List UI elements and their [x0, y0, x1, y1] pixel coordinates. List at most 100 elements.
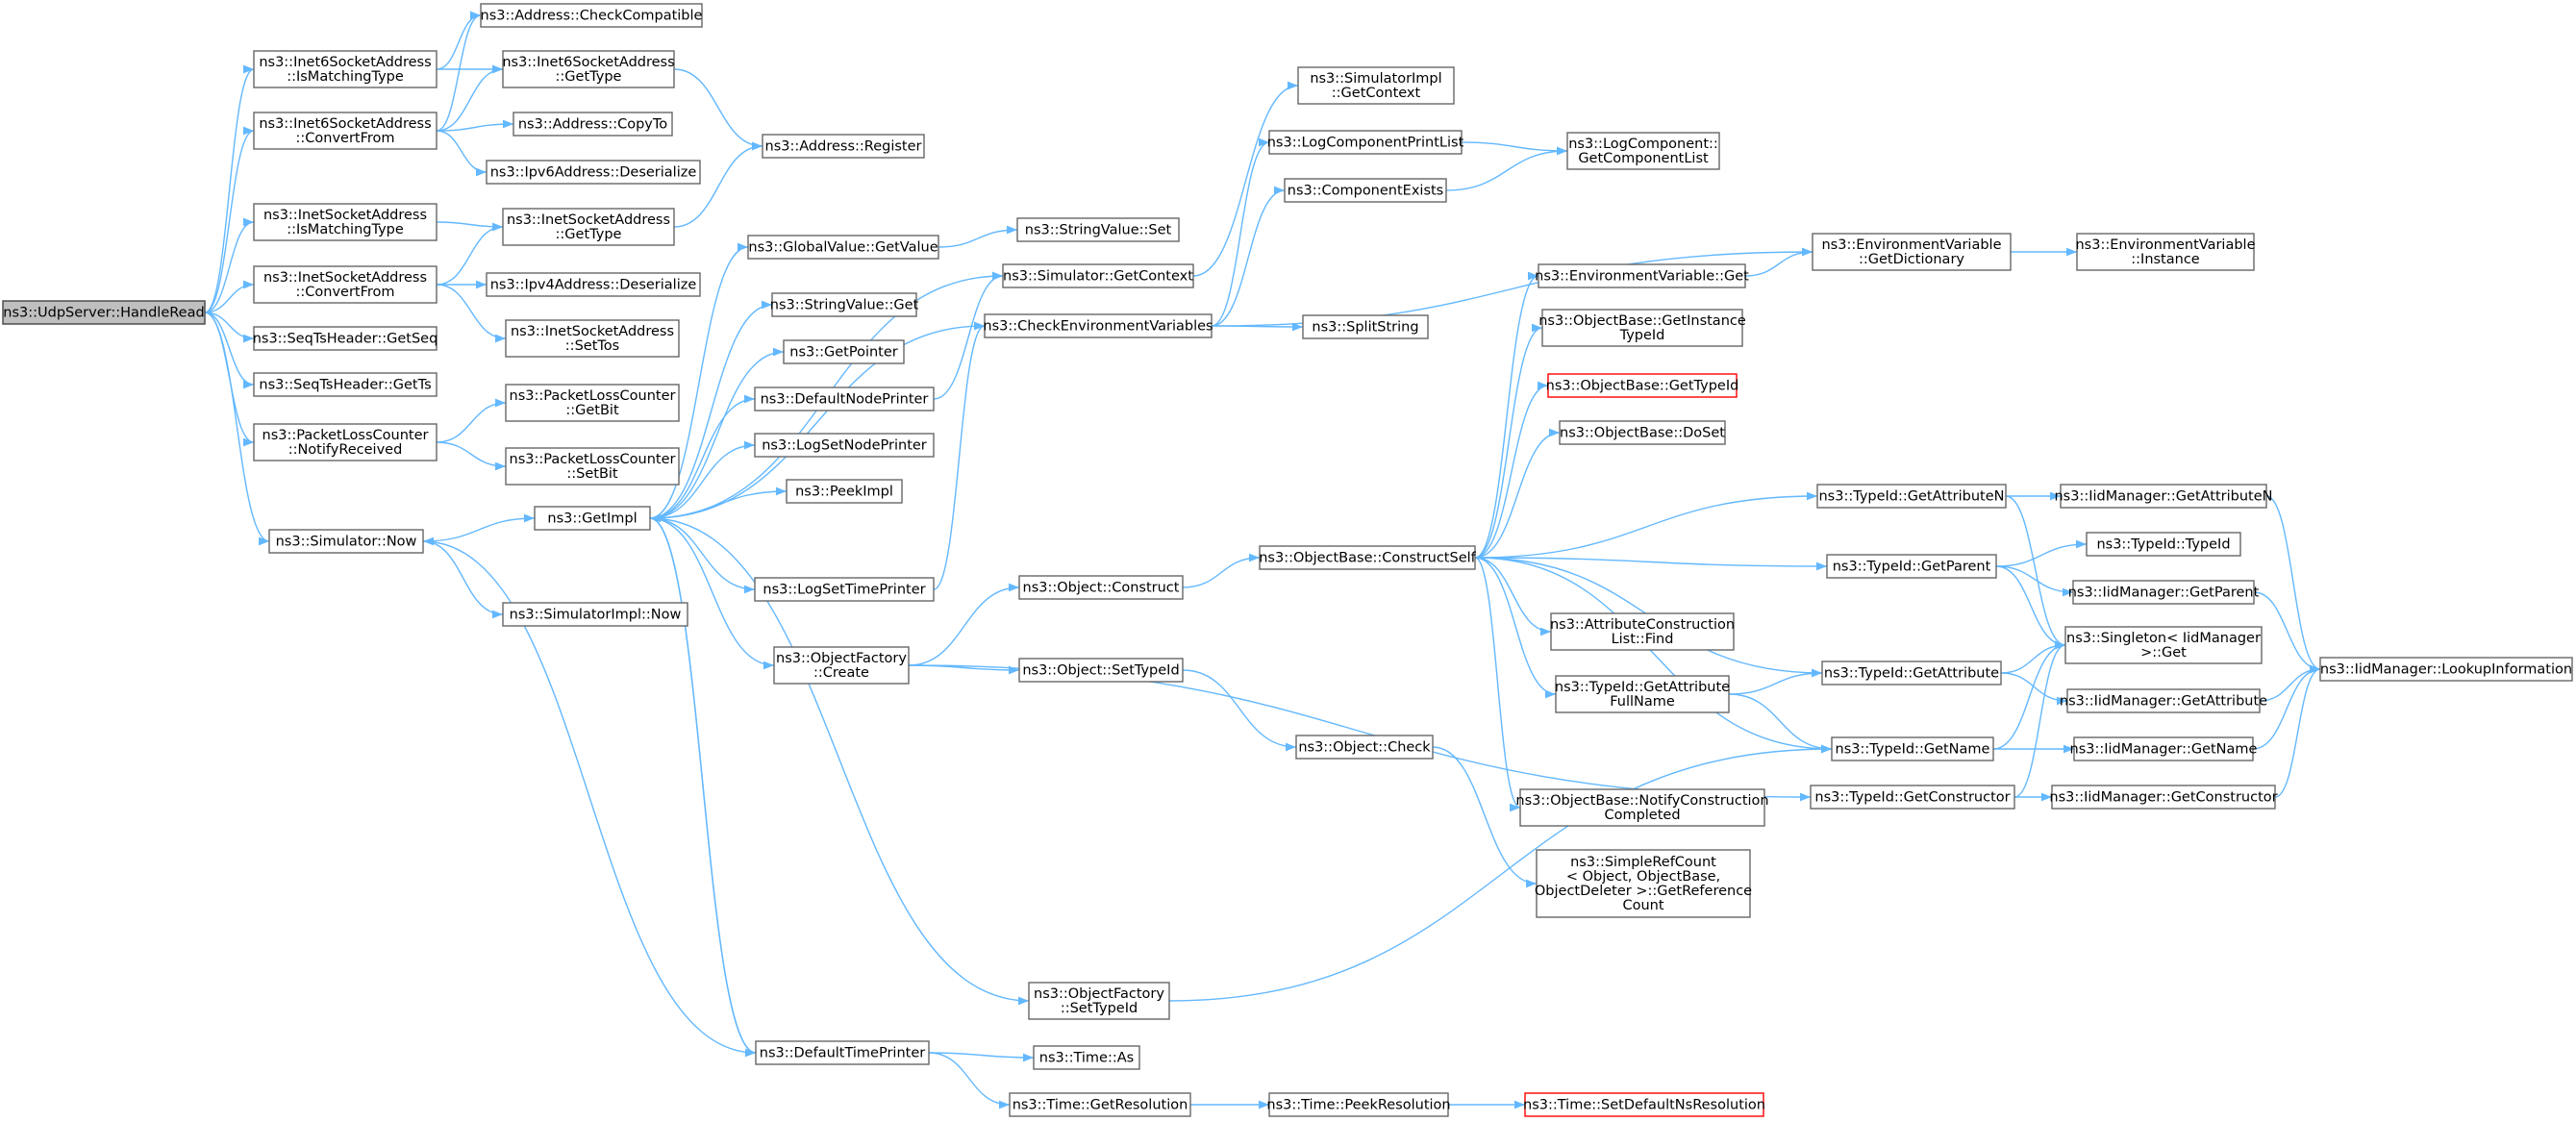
graph-node-n17[interactable]: ns3::PacketLossCounter::SetBit: [505, 447, 680, 486]
graph-node-n48[interactable]: ns3::ObjectBase::ConstructSelf: [1259, 545, 1477, 570]
graph-node-n12[interactable]: ns3::InetSocketAddress::SetTos: [505, 319, 680, 358]
graph-node-n42[interactable]: ns3::Object::Check: [1295, 735, 1434, 760]
graph-node-n4[interactable]: ns3::Inet6SocketAddress::ConvertFrom: [253, 112, 438, 150]
graph-node-n47[interactable]: ns3::Time::SetDefaultNsResolution: [1523, 1092, 1765, 1117]
node-box: [2, 300, 206, 325]
graph-node-n28[interactable]: ns3::LogSetTimePrinter: [754, 577, 935, 602]
graph-node-n43[interactable]: ns3::ObjectFactory::SetTypeId: [1028, 982, 1170, 1020]
graph-node-n64[interactable]: ns3::IidManager::GetParent: [2068, 580, 2260, 605]
graph-node-n36[interactable]: ns3::SplitString: [1302, 314, 1429, 339]
graph-node-n65[interactable]: ns3::Singleton< IidManager >::Get: [2064, 626, 2263, 664]
call-edge-n30-n20: [649, 513, 757, 1054]
graph-node-n15[interactable]: ns3::PacketLossCounter::NotifyReceived: [253, 423, 438, 461]
call-edge-n20-n26: [649, 440, 756, 519]
graph-node-n6[interactable]: ns3::Address::Register: [762, 134, 925, 159]
graph-node-n1[interactable]: ns3::Address::CheckCompatible: [480, 3, 703, 28]
node-box: [2064, 626, 2263, 664]
graph-node-n60[interactable]: ns3::TypeId::GetName: [1831, 736, 1994, 761]
node-label: ns3::Simulator::Now: [276, 535, 417, 550]
graph-node-n66[interactable]: ns3::IidManager::GetAttribute: [2060, 688, 2267, 713]
graph-node-n22[interactable]: ns3::StringValue::Set: [1016, 217, 1180, 242]
node-label: ns3::Address::CheckCompatible: [481, 9, 703, 24]
node-box: [754, 577, 935, 602]
graph-node-n13[interactable]: ns3::SeqTsHeader::GetSeq: [253, 326, 438, 351]
node-label: ::SetTos: [565, 338, 619, 354]
node-label: ns3::PacketLossCounter: [510, 388, 676, 404]
call-edge-n48-n60: [1474, 557, 1833, 754]
graph-node-n9[interactable]: ns3::InetSocketAddress::GetType: [502, 208, 675, 246]
graph-node-n57[interactable]: ns3::TypeId::GetAttributeN: [1816, 484, 2007, 509]
node-label: ns3::IidManager::GetAttribute: [2060, 694, 2267, 710]
node-box: [773, 646, 910, 685]
graph-node-n26[interactable]: ns3::LogSetNodePrinter: [754, 433, 935, 458]
graph-node-n46[interactable]: ns3::Time::PeekResolution: [1266, 1092, 1451, 1117]
graph-node-n21[interactable]: ns3::GlobalValue::GetValue: [747, 235, 939, 260]
graph-node-n10[interactable]: ns3::InetSocketAddress::ConvertFrom: [253, 265, 438, 304]
node-box: [1536, 849, 1751, 918]
graph-node-n51[interactable]: ns3::ObjectBase::GetTypeId: [1546, 373, 1739, 398]
graph-node-n7[interactable]: ns3::Ipv6Address::Deserialize: [486, 160, 701, 185]
graph-node-n19[interactable]: ns3::SimulatorImpl::Now: [502, 602, 688, 627]
node-box: [984, 313, 1213, 338]
graph-node-n24[interactable]: ns3::GetPointer: [783, 339, 905, 364]
graph-node-n31[interactable]: ns3::Simulator::GetContext: [1002, 263, 1194, 288]
node-box: [2319, 657, 2573, 682]
graph-node-n55[interactable]: ns3::ObjectBase::NotifyConstructionCompl…: [1515, 788, 1769, 827]
graph-node-n14[interactable]: ns3::SeqTsHeader::GetTs: [253, 372, 438, 397]
call-edge-n66-n69: [2259, 664, 2321, 702]
graph-node-n16[interactable]: ns3::PacketLossCounter::GetBit: [505, 384, 680, 422]
graph-node-n11[interactable]: ns3::Ipv4Address::Deserialize: [486, 272, 701, 297]
call-edge-n60-n65: [1992, 640, 2066, 750]
graph-node-n20[interactable]: ns3::GetImpl: [534, 506, 651, 531]
node-box: [1028, 982, 1170, 1020]
graph-node-n0[interactable]: ns3::UdpServer::HandleRead: [2, 300, 206, 325]
node-label: ::Instance: [2131, 252, 2200, 267]
node-label: ::GetDictionary: [1859, 252, 1964, 267]
node-label: ns3::EnvironmentVariable: [2075, 237, 2255, 253]
graph-node-n32[interactable]: ns3::CheckEnvironmentVariables: [983, 313, 1213, 338]
graph-node-n23[interactable]: ns3::StringValue::Get: [770, 292, 919, 317]
graph-node-n40[interactable]: ns3::Object::Construct: [1018, 575, 1184, 600]
node-label: ns3::GlobalValue::GetValue: [748, 240, 938, 256]
graph-node-n5[interactable]: ns3::Address::CopyTo: [513, 112, 673, 137]
graph-node-n25[interactable]: ns3::DefaultNodePrinter: [754, 386, 935, 411]
node-box: [2076, 233, 2255, 271]
call-edge-n20-n24: [649, 347, 785, 519]
node-label: ns3::TypeId::GetAttribute: [1824, 666, 1999, 682]
graph-node-n49[interactable]: ns3::EnvironmentVariable::Get: [1535, 263, 1749, 288]
graph-node-n30[interactable]: ns3::DefaultTimePrinter: [755, 1040, 930, 1065]
graph-node-n37[interactable]: ns3::LogComponent::GetComponentList: [1566, 132, 1720, 170]
graph-node-n27[interactable]: ns3::PeekImpl: [786, 479, 903, 504]
graph-node-n52[interactable]: ns3::ObjectBase::DoSet: [1559, 420, 1726, 445]
graph-node-n63[interactable]: ns3::TypeId::TypeId: [2086, 532, 2241, 557]
graph-node-n3[interactable]: ns3::Inet6SocketAddress::GetType: [502, 50, 675, 88]
graph-node-n34[interactable]: ns3::LogComponentPrintList: [1267, 130, 1464, 155]
graph-node-n56[interactable]: ns3::SimpleRefCount< Object, ObjectBase,…: [1535, 849, 1752, 918]
graph-node-n69[interactable]: ns3::IidManager::LookupInformation: [2319, 657, 2573, 682]
graph-node-n8[interactable]: ns3::InetSocketAddress::IsMatchingType: [253, 203, 438, 241]
graph-node-n18[interactable]: ns3::Simulator::Now: [268, 529, 424, 554]
graph-node-n61[interactable]: ns3::TypeId::GetConstructor: [1810, 785, 2015, 810]
graph-node-n62[interactable]: ns3::IidManager::GetAttributeN: [2054, 484, 2273, 509]
graph-node-n35[interactable]: ns3::ComponentExists: [1284, 178, 1447, 203]
graph-node-n59[interactable]: ns3::TypeId::GetAttribute: [1821, 661, 2002, 686]
graph-node-n39[interactable]: ns3::EnvironmentVariable::Instance: [2075, 233, 2256, 271]
node-label: ns3::IidManager::GetAttributeN: [2054, 489, 2272, 505]
call-edge-n48-n55: [1474, 557, 1521, 812]
graph-node-n29[interactable]: ns3::ObjectFactory::Create: [773, 646, 910, 685]
graph-node-n41[interactable]: ns3::Object::SetTypeId: [1018, 658, 1184, 683]
node-box: [502, 602, 688, 627]
graph-node-n45[interactable]: ns3::Time::GetResolution: [1009, 1092, 1191, 1117]
graph-node-n58[interactable]: ns3::TypeId::GetParent: [1826, 554, 1997, 579]
call-edge-n29-n40: [908, 583, 1020, 666]
graph-node-n44[interactable]: ns3::Time::As: [1033, 1045, 1140, 1070]
graph-node-n38[interactable]: ns3::EnvironmentVariable::GetDictionary: [1812, 233, 2012, 271]
graph-node-n2[interactable]: ns3::Inet6SocketAddress::IsMatchingType: [253, 50, 438, 88]
node-label: ::ConvertFrom: [295, 285, 394, 300]
graph-node-n33[interactable]: ns3::SimulatorImpl::GetContext: [1297, 66, 1455, 105]
graph-node-n68[interactable]: ns3::IidManager::GetConstructor: [2049, 785, 2278, 810]
graph-node-n67[interactable]: ns3::IidManager::GetName: [2070, 736, 2258, 761]
